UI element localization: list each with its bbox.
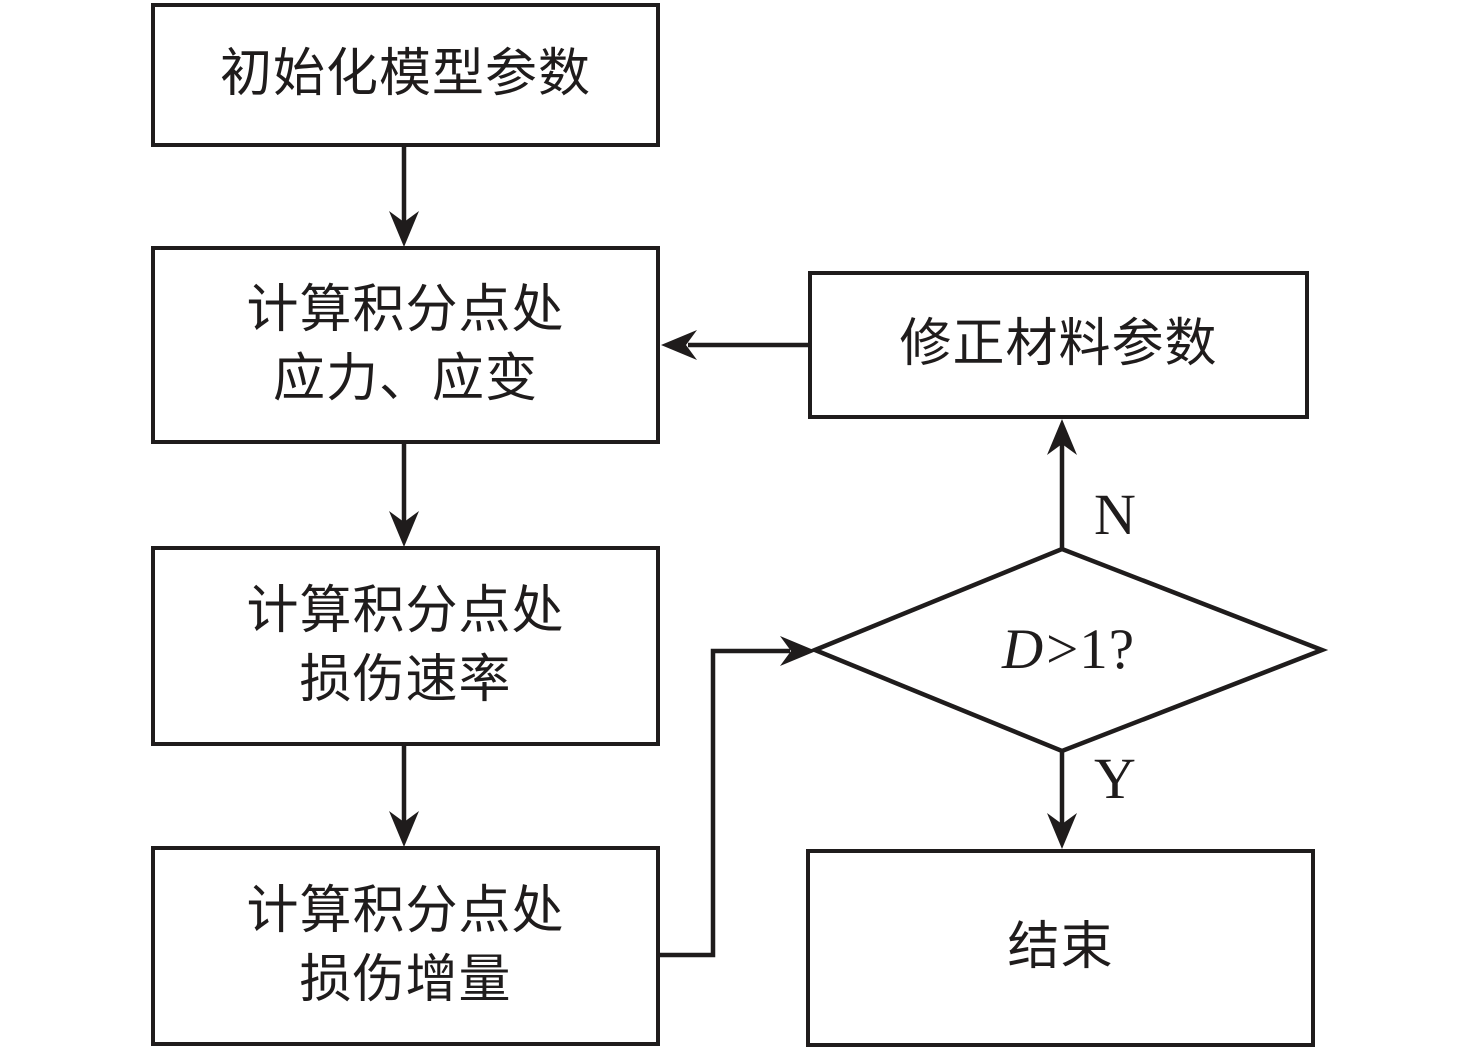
arrow-decision-no-to-modify [1047, 419, 1077, 549]
node-compute-damage-rate: 计算积分点处 损伤速率 [151, 546, 660, 746]
arrow-rate-to-increment [389, 745, 419, 847]
branch-label-yes: Y [1094, 746, 1136, 811]
arrow-init-to-stress [389, 147, 419, 247]
node-label-line2: 应力、应变 [272, 351, 538, 408]
node-label: 结束 [1007, 919, 1114, 977]
node-initialize-model-parameters: 初始化模型参数 [151, 3, 660, 147]
decision-diamond [809, 546, 1329, 754]
decision-variable: D [1001, 617, 1045, 681]
node-label-line1: 计算积分点处 [246, 882, 565, 940]
arrow-increment-to-decision [659, 636, 816, 958]
node-compute-damage-increment: 计算积分点处 损伤增量 [151, 846, 660, 1046]
decision-comparison: >1? [1046, 617, 1136, 681]
node-label-line1: 计算积分点处 [246, 582, 565, 640]
node-label: 初始化模型参数 [219, 46, 591, 104]
arrow-modify-to-stress [661, 330, 808, 360]
node-modify-material-parameters: 修正材料参数 [808, 271, 1309, 419]
node-compute-stress-strain: 计算积分点处 应力、应变 [151, 246, 660, 444]
arrow-decision-yes-to-end [1047, 751, 1077, 849]
node-end: 结束 [806, 849, 1315, 1047]
node-label-line2: 损伤增量 [299, 952, 512, 1009]
branch-label-no: N [1094, 482, 1136, 547]
decision-condition: D>1? [815, 617, 1322, 681]
node-label: 修正材料参数 [899, 316, 1218, 374]
arrow-stress-to-rate [389, 443, 419, 547]
node-label-line2: 损伤速率 [299, 652, 512, 709]
node-label-line1: 计算积分点处 [246, 281, 565, 339]
